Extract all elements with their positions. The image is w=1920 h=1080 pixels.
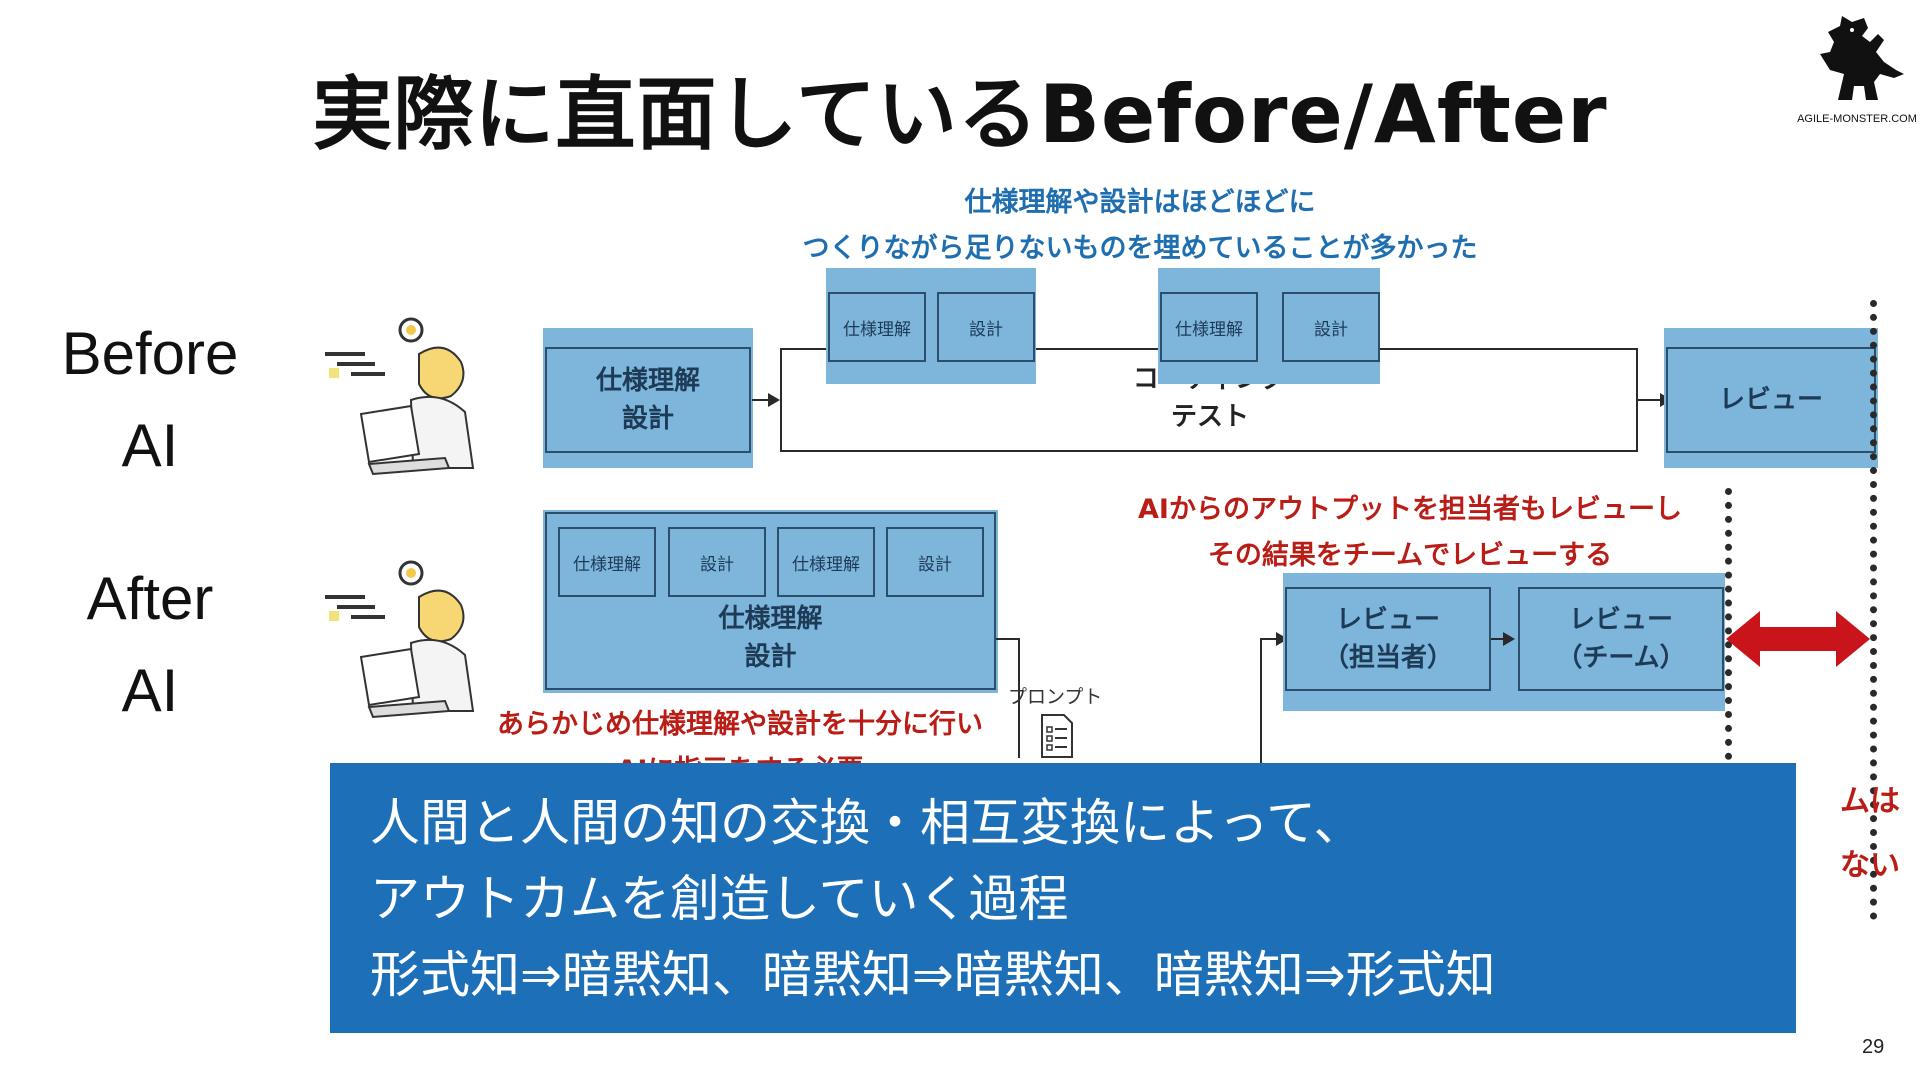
after-review-owner-box: レビュー （担当者） — [1285, 587, 1491, 691]
monster-icon — [1820, 16, 1904, 100]
review-owner-line2: （担当者） — [1322, 643, 1453, 673]
before-small-box-spec2: 仕様理解 — [1160, 292, 1258, 362]
before-small-box-design2: 設計 — [1282, 292, 1380, 362]
arrow-line — [1636, 399, 1664, 401]
after-small-box-spec1: 仕様理解 — [558, 527, 656, 597]
arrow-line — [1491, 638, 1507, 640]
red-note-right-line1: ムは — [1840, 784, 1900, 819]
after-red-note-right: ムは ない — [1790, 770, 1900, 898]
after-deadline-line — [1725, 488, 1732, 760]
summary-banner: 人間と人間の知の交換・相互変換によって、 アウトカムを創造していく過程 形式知⇒… — [330, 763, 1796, 1033]
review-team-line2: （チーム） — [1556, 643, 1686, 673]
double-arrow-icon — [1726, 611, 1870, 667]
after-spec-box — [545, 512, 996, 690]
red-note-left-line1: あらかじめ仕様理解や設計を十分に行い — [497, 709, 983, 740]
document-checklist-icon — [1041, 714, 1073, 758]
before-spec-line2: 設計 — [621, 404, 674, 434]
before-note-line2: つくりながら足りないものを埋めていることが多かった — [802, 233, 1478, 264]
after-label-line2: AI — [121, 657, 179, 724]
red-note-top-line1: AIからのアウトプットを担当者もレビューし — [1138, 494, 1682, 525]
before-note: 仕様理解や設計はほどほどに つくりながら足りないものを埋めていることが多かった — [700, 180, 1580, 272]
banner-line1: 人間と人間の知の交換・相互変換によって、 — [370, 794, 1364, 852]
before-deadline-line — [1870, 300, 1877, 920]
developer-illustration-before — [325, 317, 475, 476]
before-small-box-design1: 設計 — [937, 292, 1035, 362]
after-label: After AI — [30, 553, 270, 737]
test-line: テスト — [1170, 402, 1249, 432]
banner-line3: 形式知⇒暗黙知、暗黙知⇒暗黙知、暗黙知⇒形式知 — [370, 946, 1496, 1004]
page-number: 29 — [1862, 1036, 1885, 1058]
connector-line — [1018, 638, 1020, 758]
before-spec-line1: 仕様理解 — [595, 366, 700, 396]
arrow-head-icon — [1503, 632, 1515, 646]
after-spec-line2: 設計 — [744, 642, 797, 672]
review-owner-line1: レビュー — [1335, 605, 1440, 635]
before-label-line2: AI — [121, 412, 179, 479]
before-spec-box: 仕様理解 設計 — [545, 347, 751, 453]
logo-text: AGILE-MONSTER.COM — [1797, 113, 1917, 125]
after-red-note-top: AIからのアウトプットを担当者もレビューし その結果をチームでレビューする — [1090, 487, 1730, 579]
after-small-box-spec2: 仕様理解 — [777, 527, 875, 597]
after-small-box-design1: 設計 — [668, 527, 766, 597]
slide-title: 実際に直面しているBefore/After — [312, 68, 1608, 161]
review-team-line1: レビュー — [1568, 605, 1673, 635]
arrow-line — [752, 399, 772, 401]
connector-line — [1260, 638, 1282, 640]
banner-line2: アウトカムを創造していく過程 — [370, 870, 1069, 928]
before-label-line1: Before — [61, 320, 239, 387]
before-small-box-spec1: 仕様理解 — [828, 292, 926, 362]
before-note-line1: 仕様理解や設計はほどほどに — [964, 187, 1316, 218]
prompt-label: プロンプト — [1008, 686, 1103, 708]
before-review-box: レビュー — [1666, 347, 1876, 453]
connector-line — [1260, 638, 1262, 768]
after-review-team-box: レビュー （チーム） — [1518, 587, 1724, 691]
after-small-box-design2: 設計 — [886, 527, 984, 597]
developer-illustration-after — [325, 560, 475, 719]
red-note-top-line2: その結果をチームでレビューする — [1207, 540, 1613, 571]
arrow-head-icon — [768, 393, 780, 407]
after-spec-label: 仕様理解 設計 — [545, 600, 996, 676]
arrow-head-icon — [1276, 632, 1288, 646]
after-spec-line1: 仕様理解 — [718, 604, 823, 634]
red-note-right-line2: ない — [1840, 848, 1900, 883]
after-label-line1: After — [86, 565, 214, 632]
before-label: Before AI — [30, 308, 270, 492]
connector-line — [996, 638, 1020, 640]
